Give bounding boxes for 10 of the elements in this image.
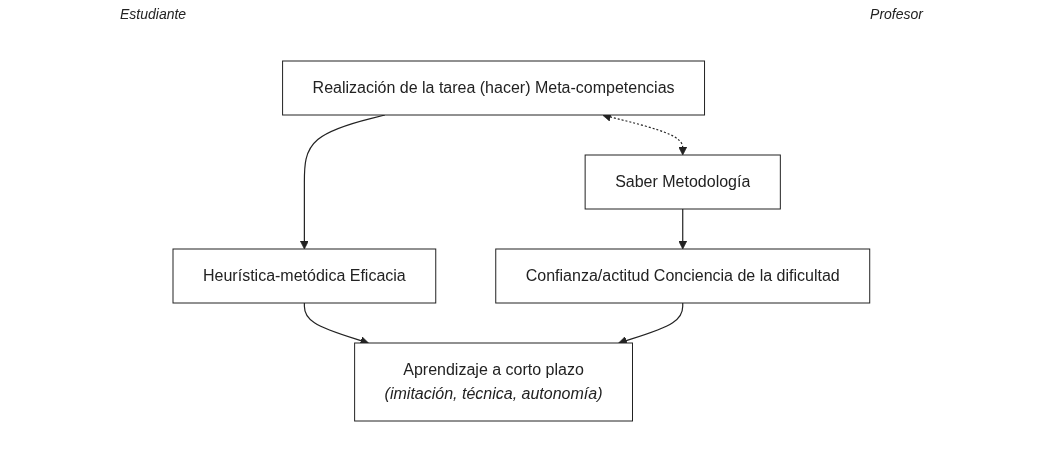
- node-box: Saber Metodología: [584, 154, 781, 210]
- node-box: Heurística-metódica Eficacia: [172, 248, 437, 304]
- arrow: [303, 302, 370, 345]
- column-heading: Estudiante: [120, 6, 187, 24]
- arrow: [618, 302, 684, 345]
- column-heading: Profesor: [870, 6, 923, 24]
- node-box: Aprendizaje a corto plazo (imitación, técnica, autonomía): [354, 342, 634, 422]
- arrow: [678, 208, 688, 250]
- node-box: Realización de la tarea (hacer) Meta-competencias: [282, 60, 706, 116]
- node-box: Confianza/actitud Conciencia de la dificultad: [495, 248, 871, 304]
